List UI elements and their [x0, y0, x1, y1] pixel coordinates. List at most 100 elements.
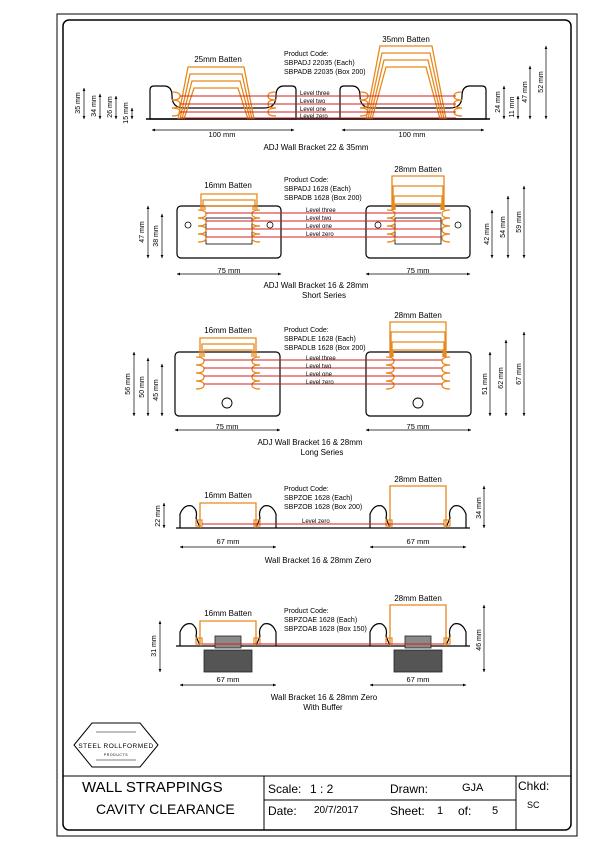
batten-left: [199, 620, 257, 646]
batten-profiles-right: [391, 175, 445, 210]
hook-set: [197, 209, 451, 243]
product-code-title: Product Code:: [284, 51, 329, 58]
batten-right: [389, 604, 447, 646]
dim-label: 38 mm: [153, 225, 160, 247]
title-block-grid: [63, 775, 571, 830]
product-code-box: SBPZOAB 1628 (Box 150): [284, 626, 367, 633]
level-label: Level two: [300, 99, 326, 105]
bracket-left-inner: [205, 217, 253, 245]
buffer-cap-right: [404, 635, 432, 649]
section-caption: Short Series: [302, 291, 346, 300]
level-label: Level two: [306, 216, 332, 222]
left-batten-label: 16mm Batten: [204, 181, 252, 190]
level-label: Level one: [306, 224, 333, 230]
section-caption: ADJ Wall Bracket 22 & 35mm: [263, 143, 368, 152]
logo-line1: STEEL ROLLFORMED: [78, 743, 153, 750]
dim-label: 47 mm: [522, 81, 529, 103]
sheet-label: Sheet:: [390, 804, 425, 818]
dim-label: 42 mm: [484, 223, 491, 245]
of-value: 5: [492, 805, 499, 817]
left-batten-label: 16mm Batten: [204, 491, 252, 500]
left-width-label: 67 mm: [217, 675, 240, 684]
product-code-title: Product Code:: [284, 486, 329, 493]
batten-left: [199, 502, 257, 528]
drawing-title-line1: WALL STRAPPINGS: [82, 779, 223, 796]
level-label: Level zero: [300, 114, 328, 120]
of-label: of:: [458, 804, 472, 818]
right-batten-label: 28mm Batten: [394, 165, 442, 174]
fixing-hole: [412, 397, 424, 409]
batten-profiles-left: [177, 66, 255, 120]
dim-label: 31 mm: [151, 635, 158, 657]
left-batten-label: 25mm Batten: [194, 55, 242, 64]
level-label: Level zero: [306, 232, 334, 238]
zero-brackets: [179, 505, 467, 529]
level-label: Level three: [306, 356, 336, 362]
product-code-box: SBPADLB 1628 (Box 200): [284, 345, 366, 352]
dim-label: 26 mm: [107, 96, 114, 118]
section-caption: Wall Bracket 16 & 28mm Zero: [265, 556, 372, 565]
date-value: 20/7/2017: [314, 805, 359, 816]
level-label: Level zero: [302, 519, 330, 525]
buffer-left: [203, 649, 253, 673]
product-code-title: Product Code:: [284, 327, 329, 334]
left-batten-label: 16mm Batten: [204, 326, 252, 335]
sheet-value: 1: [437, 805, 444, 817]
level-label: Level two: [306, 364, 332, 370]
product-code-box: SBPADB 22035 (Box 200): [284, 69, 366, 76]
level-label: Level one: [306, 372, 333, 378]
right-batten-label: 28mm Batten: [394, 475, 442, 484]
dim-label: 67 mm: [516, 363, 523, 385]
bracket-right-inner: [394, 217, 442, 245]
left-width-label: 67 mm: [217, 537, 240, 546]
batten-profiles-right: [365, 45, 447, 120]
section-caption: ADJ Wall Bracket 16 & 28mm: [263, 281, 368, 290]
level-lines: [180, 95, 456, 119]
level-lines: [206, 212, 441, 238]
left-width-label: 100 mm: [208, 130, 235, 139]
section-adj-16-28-short: 16mm Batten 28mm Batten Product Code: SB…: [139, 165, 526, 300]
right-batten-label: 28mm Batten: [394, 594, 442, 603]
bracket-right: [365, 205, 471, 259]
section-caption: With Buffer: [303, 703, 343, 712]
checked-label: Chkd:: [518, 779, 550, 793]
section-caption: Wall Bracket 16 & 28mm Zero: [271, 693, 378, 702]
product-code-title: Product Code:: [284, 177, 329, 184]
dim-label: 56 mm: [125, 373, 132, 395]
bracket-left: [176, 205, 282, 259]
dim-label: 45 mm: [153, 379, 160, 401]
bracket-left: [149, 85, 297, 120]
buffer-right: [393, 649, 443, 673]
logo-line2: PRODUCTS: [104, 753, 129, 757]
drawing-title-line2: CAVITY CLEARANCE: [96, 801, 235, 817]
product-code-each: SBPADJ 1628 (Each): [284, 186, 351, 193]
scale-label: Scale:: [268, 782, 302, 796]
left-width-label: 75 mm: [218, 266, 241, 275]
dim-label: 62 mm: [498, 367, 505, 389]
product-code-box: SBPZOB 1628 (Box 200): [284, 504, 362, 511]
level-label: Level zero: [306, 380, 334, 386]
section-adj-22-35: 25mm Batten 35mm Batten Product Code: SB…: [75, 35, 548, 152]
right-width-label: 75 mm: [407, 422, 430, 431]
product-code-each: SBPZOAE 1628 (Each): [284, 617, 357, 624]
left-width-label: 75 mm: [216, 422, 239, 431]
product-code-each: SBPADJ 22035 (Each): [284, 60, 355, 67]
dim-label: 46 mm: [476, 629, 483, 651]
drawn-value: GJA: [462, 782, 484, 794]
level-label: Level three: [300, 91, 330, 97]
product-code-title: Product Code:: [284, 608, 329, 615]
bracket-right: [339, 85, 487, 120]
right-batten-label: 35mm Batten: [382, 35, 430, 44]
product-code-box: SBPADB 1628 (Box 200): [284, 195, 362, 202]
buffer-cap-left: [214, 635, 242, 649]
level-label: Level one: [300, 107, 327, 113]
vertical-dims: [132, 331, 526, 417]
level-lines: [204, 359, 442, 385]
batten-right: [389, 485, 447, 528]
zero-clips: [195, 519, 451, 527]
right-width-label: 67 mm: [407, 675, 430, 684]
dim-label: 54 mm: [500, 216, 507, 238]
section-zero-16-28: 16mm Batten 28mm Batten Product Code: SB…: [155, 475, 486, 565]
section-adj-16-28-long: 16mm Batten 28mm Batten Product Code: SB…: [125, 311, 526, 457]
dim-label: 59 mm: [516, 211, 523, 233]
